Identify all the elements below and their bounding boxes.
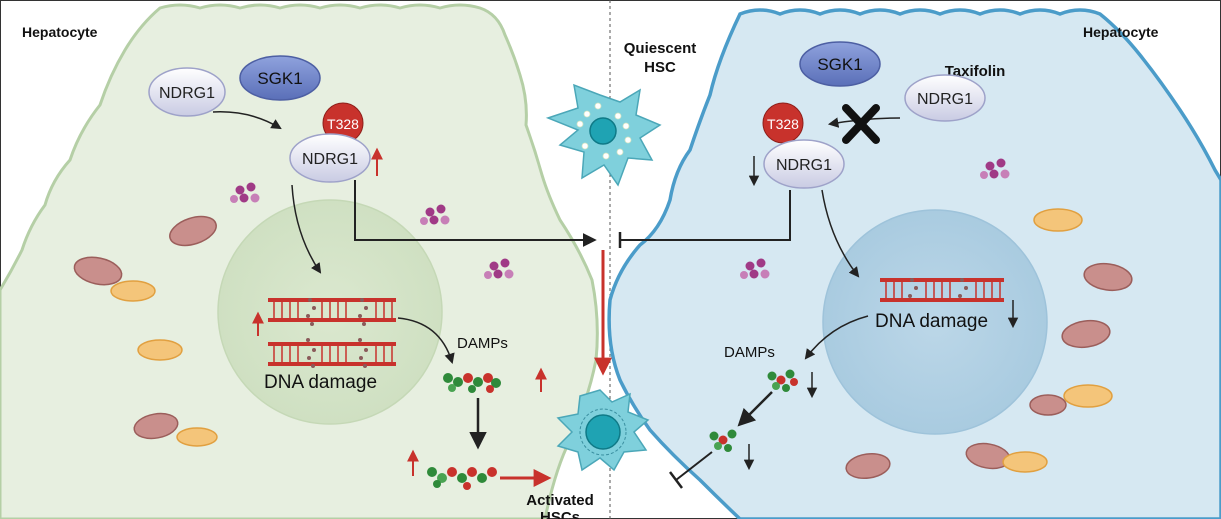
right-inhibit-activated-line — [675, 451, 713, 481]
right-damps-label: DAMPs — [724, 344, 775, 361]
right-sgk1-protein: SGK1 — [799, 41, 881, 87]
right-dna-to-damps-arrow — [804, 315, 869, 360]
left-sgk1-label: SGK1 — [257, 69, 302, 88]
left-to-hsc-arrow — [354, 180, 597, 247]
left-damps-label: DAMPs — [457, 335, 508, 352]
activated-hsc — [556, 389, 650, 472]
right-released-damps — [709, 429, 737, 452]
inhibition-x-icon — [842, 104, 880, 144]
left-ndrg1-label: NDRG1 — [159, 85, 215, 102]
right-ndrg1-label: NDRG1 — [917, 91, 973, 108]
left-t328-badge: T328 — [322, 102, 364, 144]
left-phospho-ndrg1-label: NDRG1 — [302, 151, 358, 168]
left-sgk1-protein: SGK1 — [239, 55, 321, 101]
right-ndrg1-protein: NDRG1 — [904, 74, 986, 122]
right-t328-badge: T328 — [762, 102, 804, 144]
left-er-stacks — [110, 280, 218, 447]
right-er-stacks — [1002, 208, 1113, 473]
right-phospho-ndrg1: NDRG1 — [763, 139, 845, 189]
right-dna-damage-label: DNA damage — [875, 311, 988, 332]
right-granules — [740, 158, 1010, 279]
quiescent-label-1: Quiescent — [624, 40, 697, 57]
left-ndrg1-protein: NDRG1 — [148, 67, 226, 117]
right-sgk1-label: SGK1 — [817, 55, 862, 74]
left-granules — [230, 182, 514, 279]
right-damps-release-arrow — [737, 391, 773, 427]
right-t328-label: T328 — [767, 116, 799, 132]
left-damps-cluster — [443, 373, 501, 393]
left-cell-label: Hepatocyte — [22, 24, 98, 40]
left-released-damps — [427, 467, 497, 490]
left-dna-strands — [268, 298, 396, 368]
left-to-dna-arrow — [291, 184, 322, 274]
right-dna-strands — [880, 278, 1004, 302]
left-t328-label: T328 — [327, 116, 359, 132]
left-phospho-arrow — [212, 111, 282, 130]
right-nucleus — [822, 209, 1048, 435]
right-to-dna-arrow — [821, 189, 860, 278]
taxifolin-label: Taxifolin — [945, 63, 1006, 80]
right-to-hsc-inhibit-line — [620, 190, 791, 241]
right-mitochondria — [845, 262, 1133, 480]
quiescent-label-2: HSC — [644, 59, 676, 76]
right-cell-label: Hepatocyte — [1083, 24, 1159, 40]
right-phospho-ndrg1-label: NDRG1 — [776, 157, 832, 174]
left-dna-damage-label: DNA damage — [264, 372, 377, 393]
quiescent-hsc — [545, 83, 662, 187]
right-inhibit-activated-bar — [669, 471, 683, 489]
left-dna-to-damps-arrow — [397, 317, 455, 365]
right-damps-cluster — [767, 369, 798, 392]
left-phospho-ndrg1: NDRG1 — [289, 133, 371, 183]
left-mitochondria — [73, 215, 217, 440]
activated-label-2: HSCs — [540, 509, 580, 519]
activated-label-1: Activated — [526, 492, 594, 509]
